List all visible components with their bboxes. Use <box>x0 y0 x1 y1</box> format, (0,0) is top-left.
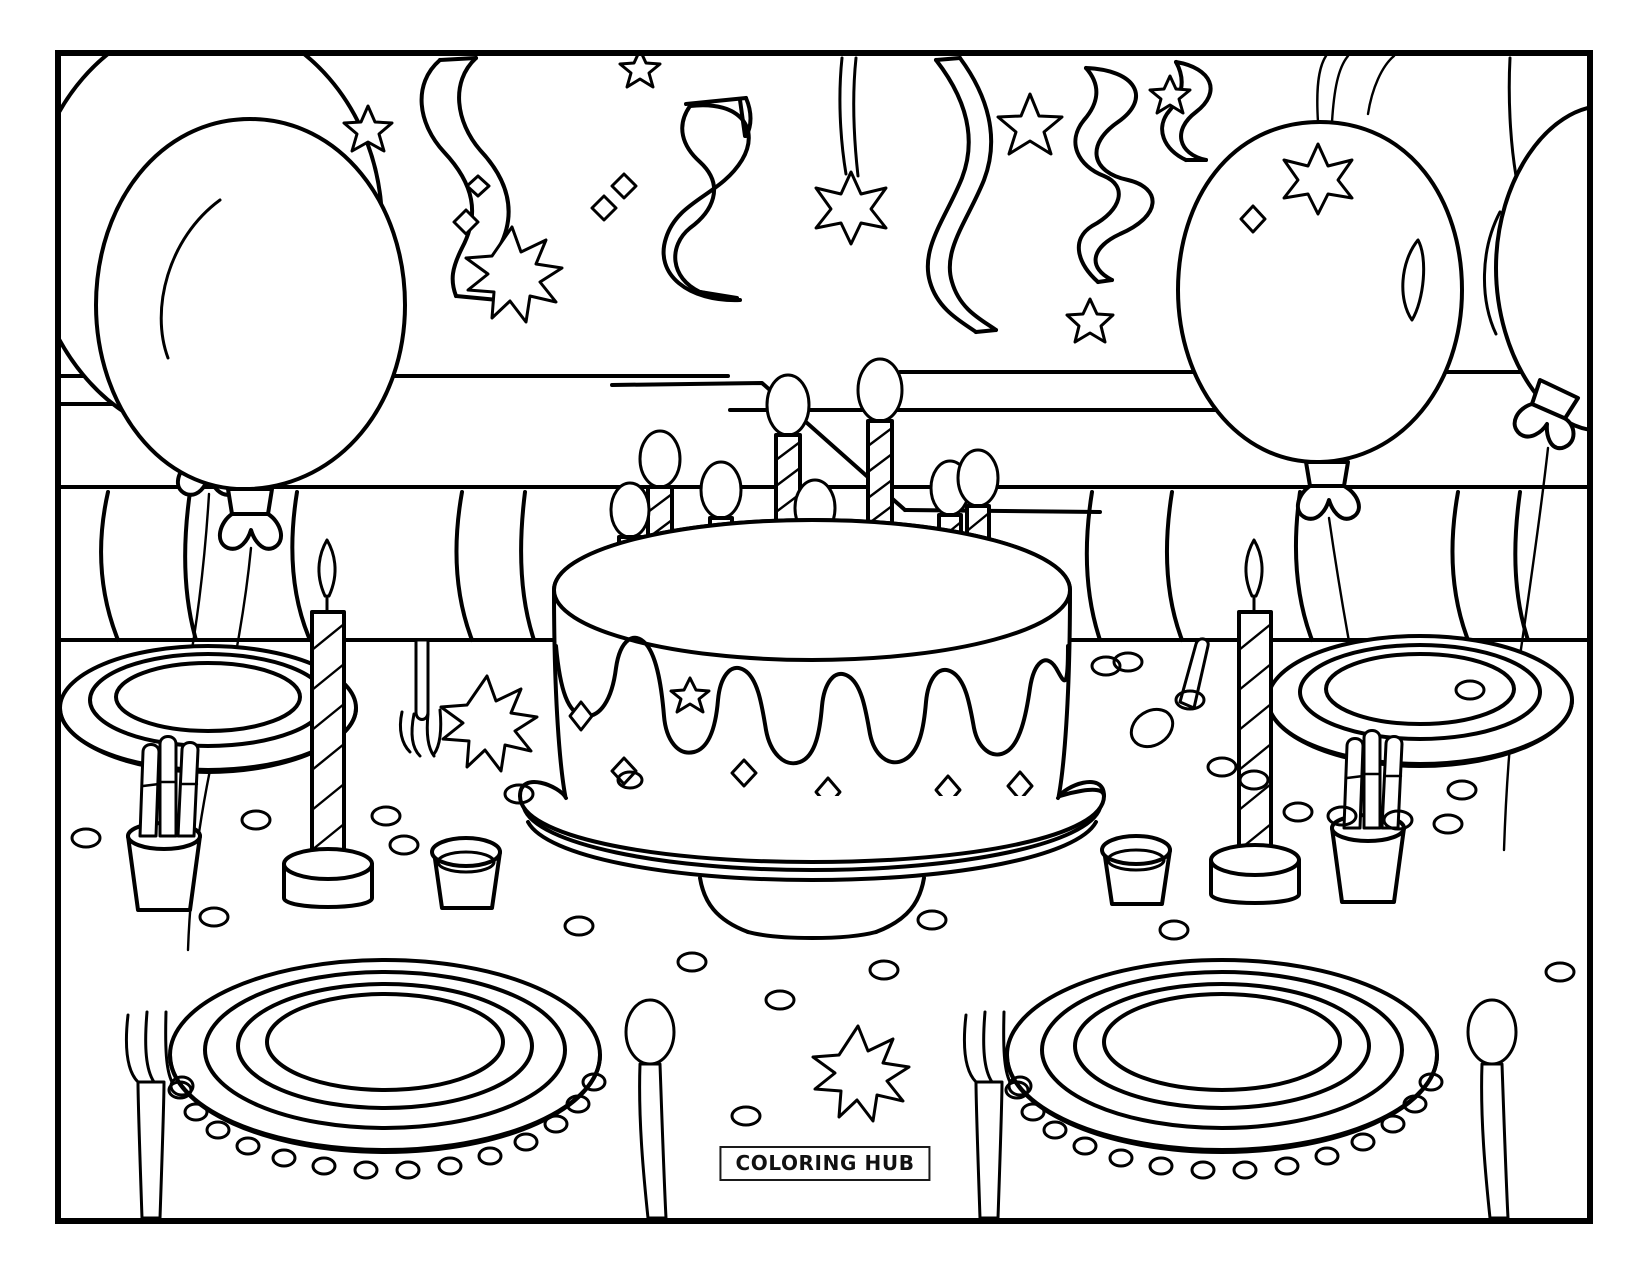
place-setting-back-left <box>61 538 443 912</box>
straw <box>1362 729 1382 830</box>
confetti-diamond <box>730 758 758 788</box>
watermark-label: COLORING HUB <box>735 1151 915 1175</box>
place-setting-front-left <box>124 958 676 1218</box>
star-6pt-icon <box>814 170 888 246</box>
fork-front-right <box>962 1010 1033 1218</box>
tall-candle-back-right <box>1209 538 1301 905</box>
confetti-diamond <box>1239 204 1267 234</box>
stand-pedestal <box>874 876 926 934</box>
streamer-hanging-star-right <box>1507 56 1518 178</box>
streamer-spiral-far-right <box>1160 60 1213 162</box>
place-setting-front-right <box>962 958 1518 1218</box>
fork-tine <box>398 710 412 754</box>
fork-tine <box>1002 1010 1012 1084</box>
sky-confetti <box>342 56 1192 344</box>
balloon-knot <box>1304 460 1350 488</box>
candle-stripes <box>310 622 346 852</box>
spoon-front-left <box>624 998 676 1218</box>
confetti-diamond <box>590 194 618 222</box>
fork-back-left <box>398 638 443 758</box>
table-confetti-dots <box>70 651 1576 1127</box>
streamer-hanging-star-left <box>814 56 888 246</box>
balloon-highlight <box>1483 210 1502 336</box>
fork-handle <box>974 1080 1004 1218</box>
fork-front-left <box>124 1010 195 1218</box>
balloon-tie <box>1295 484 1361 521</box>
plate-front-left <box>167 958 607 1180</box>
candle-stripes <box>1237 622 1273 852</box>
streamer-ribbon-center-right <box>925 56 998 334</box>
confetti-diamond <box>465 174 491 198</box>
fork-tine <box>164 1010 174 1084</box>
balloon-string <box>1330 56 1350 124</box>
candle-flame <box>1244 538 1264 598</box>
candle-flame <box>638 429 682 489</box>
curtain-drapes <box>99 490 1530 642</box>
fork-handle <box>136 1080 166 1218</box>
balloon-highlight <box>159 198 222 360</box>
straw <box>176 741 200 838</box>
candle-flame <box>609 481 651 539</box>
plate-beaded-rim <box>167 1072 607 1180</box>
bowl-right <box>1100 834 1172 906</box>
starburst-8pt-icon <box>464 225 564 324</box>
star-5pt-icon <box>1065 297 1115 344</box>
balloon-upper-left-front <box>94 117 407 952</box>
straw <box>1342 737 1365 830</box>
candle-flame <box>856 357 904 423</box>
fork-tine <box>982 1010 994 1084</box>
confetti-diamond <box>568 700 594 732</box>
starburst-8pt-icon <box>439 674 539 773</box>
star-5pt-icon <box>996 92 1064 156</box>
confetti-diamond <box>610 172 638 200</box>
watermark-badge: COLORING HUB <box>719 1146 931 1181</box>
stand-base <box>746 930 878 940</box>
candle-flame <box>317 538 337 598</box>
balloon-string <box>1366 56 1396 116</box>
streamer-ribbon-center <box>661 96 753 303</box>
balloon-string <box>1316 56 1328 124</box>
balloon-right <box>1176 56 1464 862</box>
cup-with-straws-back-right <box>1330 729 1406 904</box>
straw <box>138 743 161 838</box>
spoon-handle <box>638 1062 668 1218</box>
star-5pt-icon <box>618 56 662 89</box>
fork-tine <box>144 1010 156 1084</box>
straw <box>1380 735 1404 830</box>
straw <box>158 735 178 838</box>
spoon-front-right <box>1466 998 1518 1218</box>
bowl-left <box>430 836 502 910</box>
cake-frosting-drip <box>554 635 1070 766</box>
stand-pedestal <box>698 876 750 934</box>
fork-tine <box>962 1013 978 1084</box>
confetti-diamond <box>452 208 480 236</box>
balloon-highlight <box>1401 238 1426 322</box>
place-setting-back-right <box>1129 538 1574 905</box>
fork-tine <box>124 1013 140 1084</box>
tall-candle-back-left <box>282 538 374 909</box>
spoon-handle <box>1480 1062 1510 1218</box>
balloon-knot <box>226 487 274 516</box>
star-6pt-icon <box>1282 142 1354 216</box>
cake-stand <box>518 780 1106 940</box>
star-5pt-icon <box>669 676 711 714</box>
fork-tine <box>432 708 443 756</box>
balloon-tie <box>217 512 283 551</box>
star-5pt-icon <box>1148 74 1192 115</box>
balloon-tie <box>1512 402 1576 451</box>
streamer-spiral-right <box>1073 66 1155 284</box>
plate-front-right <box>1004 958 1444 1180</box>
cup-with-straws-back-left <box>126 735 202 912</box>
starburst-8pt-icon <box>811 1024 911 1123</box>
birthday-cake <box>518 357 1106 940</box>
candle-flame <box>699 460 743 520</box>
candle-flame <box>765 373 811 437</box>
fork-tine <box>410 712 422 758</box>
page-border <box>55 50 1593 1224</box>
candle-flame <box>956 448 1000 508</box>
plate-beaded-rim <box>1004 1072 1444 1180</box>
plate-back-right <box>1266 634 1574 768</box>
star-5pt-icon <box>342 104 394 153</box>
